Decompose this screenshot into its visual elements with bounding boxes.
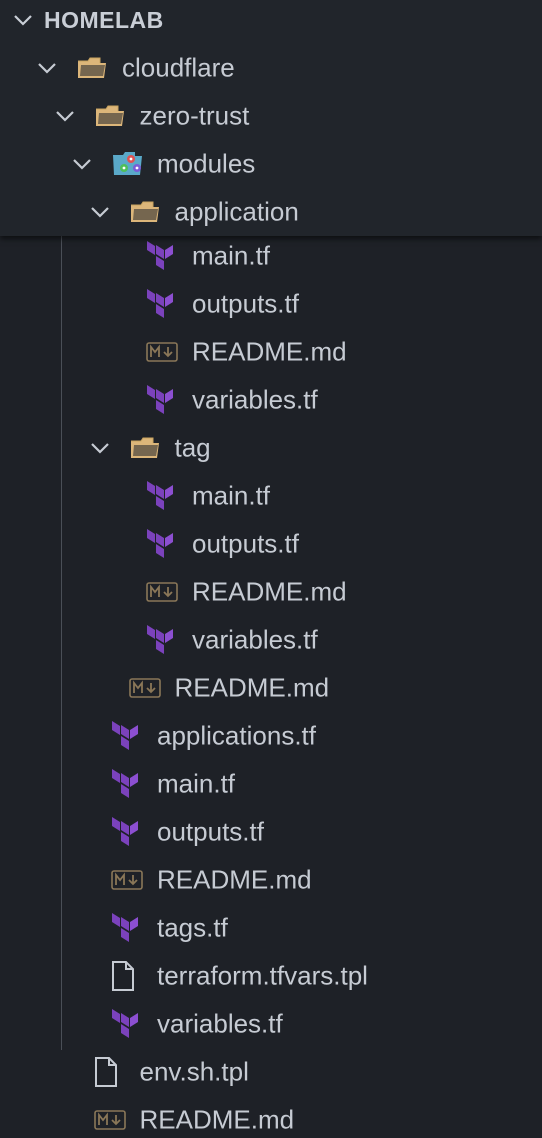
file-row[interactable]: outputs.tf [0, 520, 542, 568]
tree-item-label: applications.tf [157, 720, 316, 751]
chevron-down-icon[interactable] [71, 153, 93, 175]
chevron-down-icon[interactable] [89, 201, 111, 223]
tree-item-label: variables.tf [192, 624, 318, 655]
chevron-down-icon[interactable] [89, 437, 111, 459]
terraform-icon [112, 1009, 138, 1038]
tree-item-label: main.tf [157, 768, 236, 799]
file-row[interactable]: README.md [0, 1096, 542, 1138]
explorer-section-title: HOMELAB [44, 7, 164, 33]
tree-item-label: README.md [192, 576, 347, 607]
folder-open-icon [78, 57, 106, 78]
tree-item-label: main.tf [192, 240, 271, 271]
folder-open-icon [130, 437, 159, 458]
chevron-down-icon[interactable] [54, 105, 76, 127]
folder-row[interactable]: tag [0, 424, 542, 472]
markdown-icon [146, 342, 178, 362]
modules-folder-icon [113, 152, 142, 175]
file-row[interactable]: main.tf [0, 760, 542, 808]
file-row[interactable]: applications.tf [0, 712, 542, 760]
tree-item-label: README.md [157, 864, 312, 895]
file-row[interactable]: README.md [0, 568, 542, 616]
terraform-icon [147, 481, 173, 510]
tree-item-label: tag [174, 432, 211, 463]
terraform-icon [147, 625, 173, 654]
file-row[interactable]: main.tf [0, 232, 542, 280]
tree-item-label: modules [157, 148, 256, 179]
markdown-icon [128, 678, 161, 698]
terraform-icon [147, 289, 173, 318]
chevron-down-icon[interactable] [36, 57, 58, 79]
file-row[interactable]: outputs.tf [0, 280, 542, 328]
tree-item-label: tags.tf [157, 912, 228, 943]
terraform-icon [112, 817, 138, 846]
tree-item-label: env.sh.tpl [139, 1056, 249, 1087]
file-row[interactable]: variables.tf [0, 1000, 542, 1048]
tree-item-label: variables.tf [157, 1008, 283, 1039]
tree-item-label: outputs.tf [157, 816, 264, 847]
file-icon [112, 961, 134, 991]
file-row[interactable]: README.md [0, 664, 542, 712]
tree-item-label: README.md [192, 336, 347, 367]
file-row[interactable]: main.tf [0, 472, 542, 520]
tree-item-label: README.md [139, 1104, 295, 1135]
folder-row[interactable]: modules [0, 140, 542, 188]
folder-row[interactable]: application [0, 188, 542, 236]
explorer-section-header[interactable]: HOMELAB [0, 0, 542, 40]
file-icon [94, 1057, 117, 1087]
folder-open-icon [130, 201, 159, 222]
markdown-icon [146, 582, 178, 602]
folder-open-icon [95, 105, 124, 126]
folder-row[interactable]: cloudflare [0, 44, 542, 92]
indent-guide [61, 140, 62, 1050]
tree-item-label: terraform.tfvars.tpl [157, 960, 368, 991]
file-row[interactable]: terraform.tfvars.tpl [0, 952, 542, 1000]
tree-item-label: main.tf [192, 480, 271, 511]
terraform-icon [147, 529, 173, 558]
tree-item-label: zero-trust [139, 100, 250, 131]
file-row[interactable]: outputs.tf [0, 808, 542, 856]
file-row[interactable]: env.sh.tpl [0, 1048, 542, 1096]
chevron-down-icon[interactable] [12, 9, 34, 31]
terraform-icon [147, 241, 173, 270]
file-row[interactable]: variables.tf [0, 616, 542, 664]
tree-item-label: cloudflare [122, 52, 235, 83]
tree-item-label: outputs.tf [192, 288, 299, 319]
tree-item-label: variables.tf [192, 384, 318, 415]
tree-item-label: application [174, 196, 299, 227]
tree-item-label: outputs.tf [192, 528, 299, 559]
file-row[interactable]: tags.tf [0, 904, 542, 952]
file-row[interactable]: variables.tf [0, 376, 542, 424]
terraform-icon [112, 913, 138, 942]
tree-item-label: README.md [174, 672, 330, 703]
file-row[interactable]: README.md [0, 328, 542, 376]
markdown-icon [111, 870, 143, 890]
terraform-icon [147, 385, 173, 414]
terraform-icon [112, 769, 138, 798]
file-row[interactable]: README.md [0, 856, 542, 904]
folder-row[interactable]: zero-trust [0, 92, 542, 140]
markdown-icon [93, 1110, 126, 1130]
terraform-icon [112, 721, 138, 750]
